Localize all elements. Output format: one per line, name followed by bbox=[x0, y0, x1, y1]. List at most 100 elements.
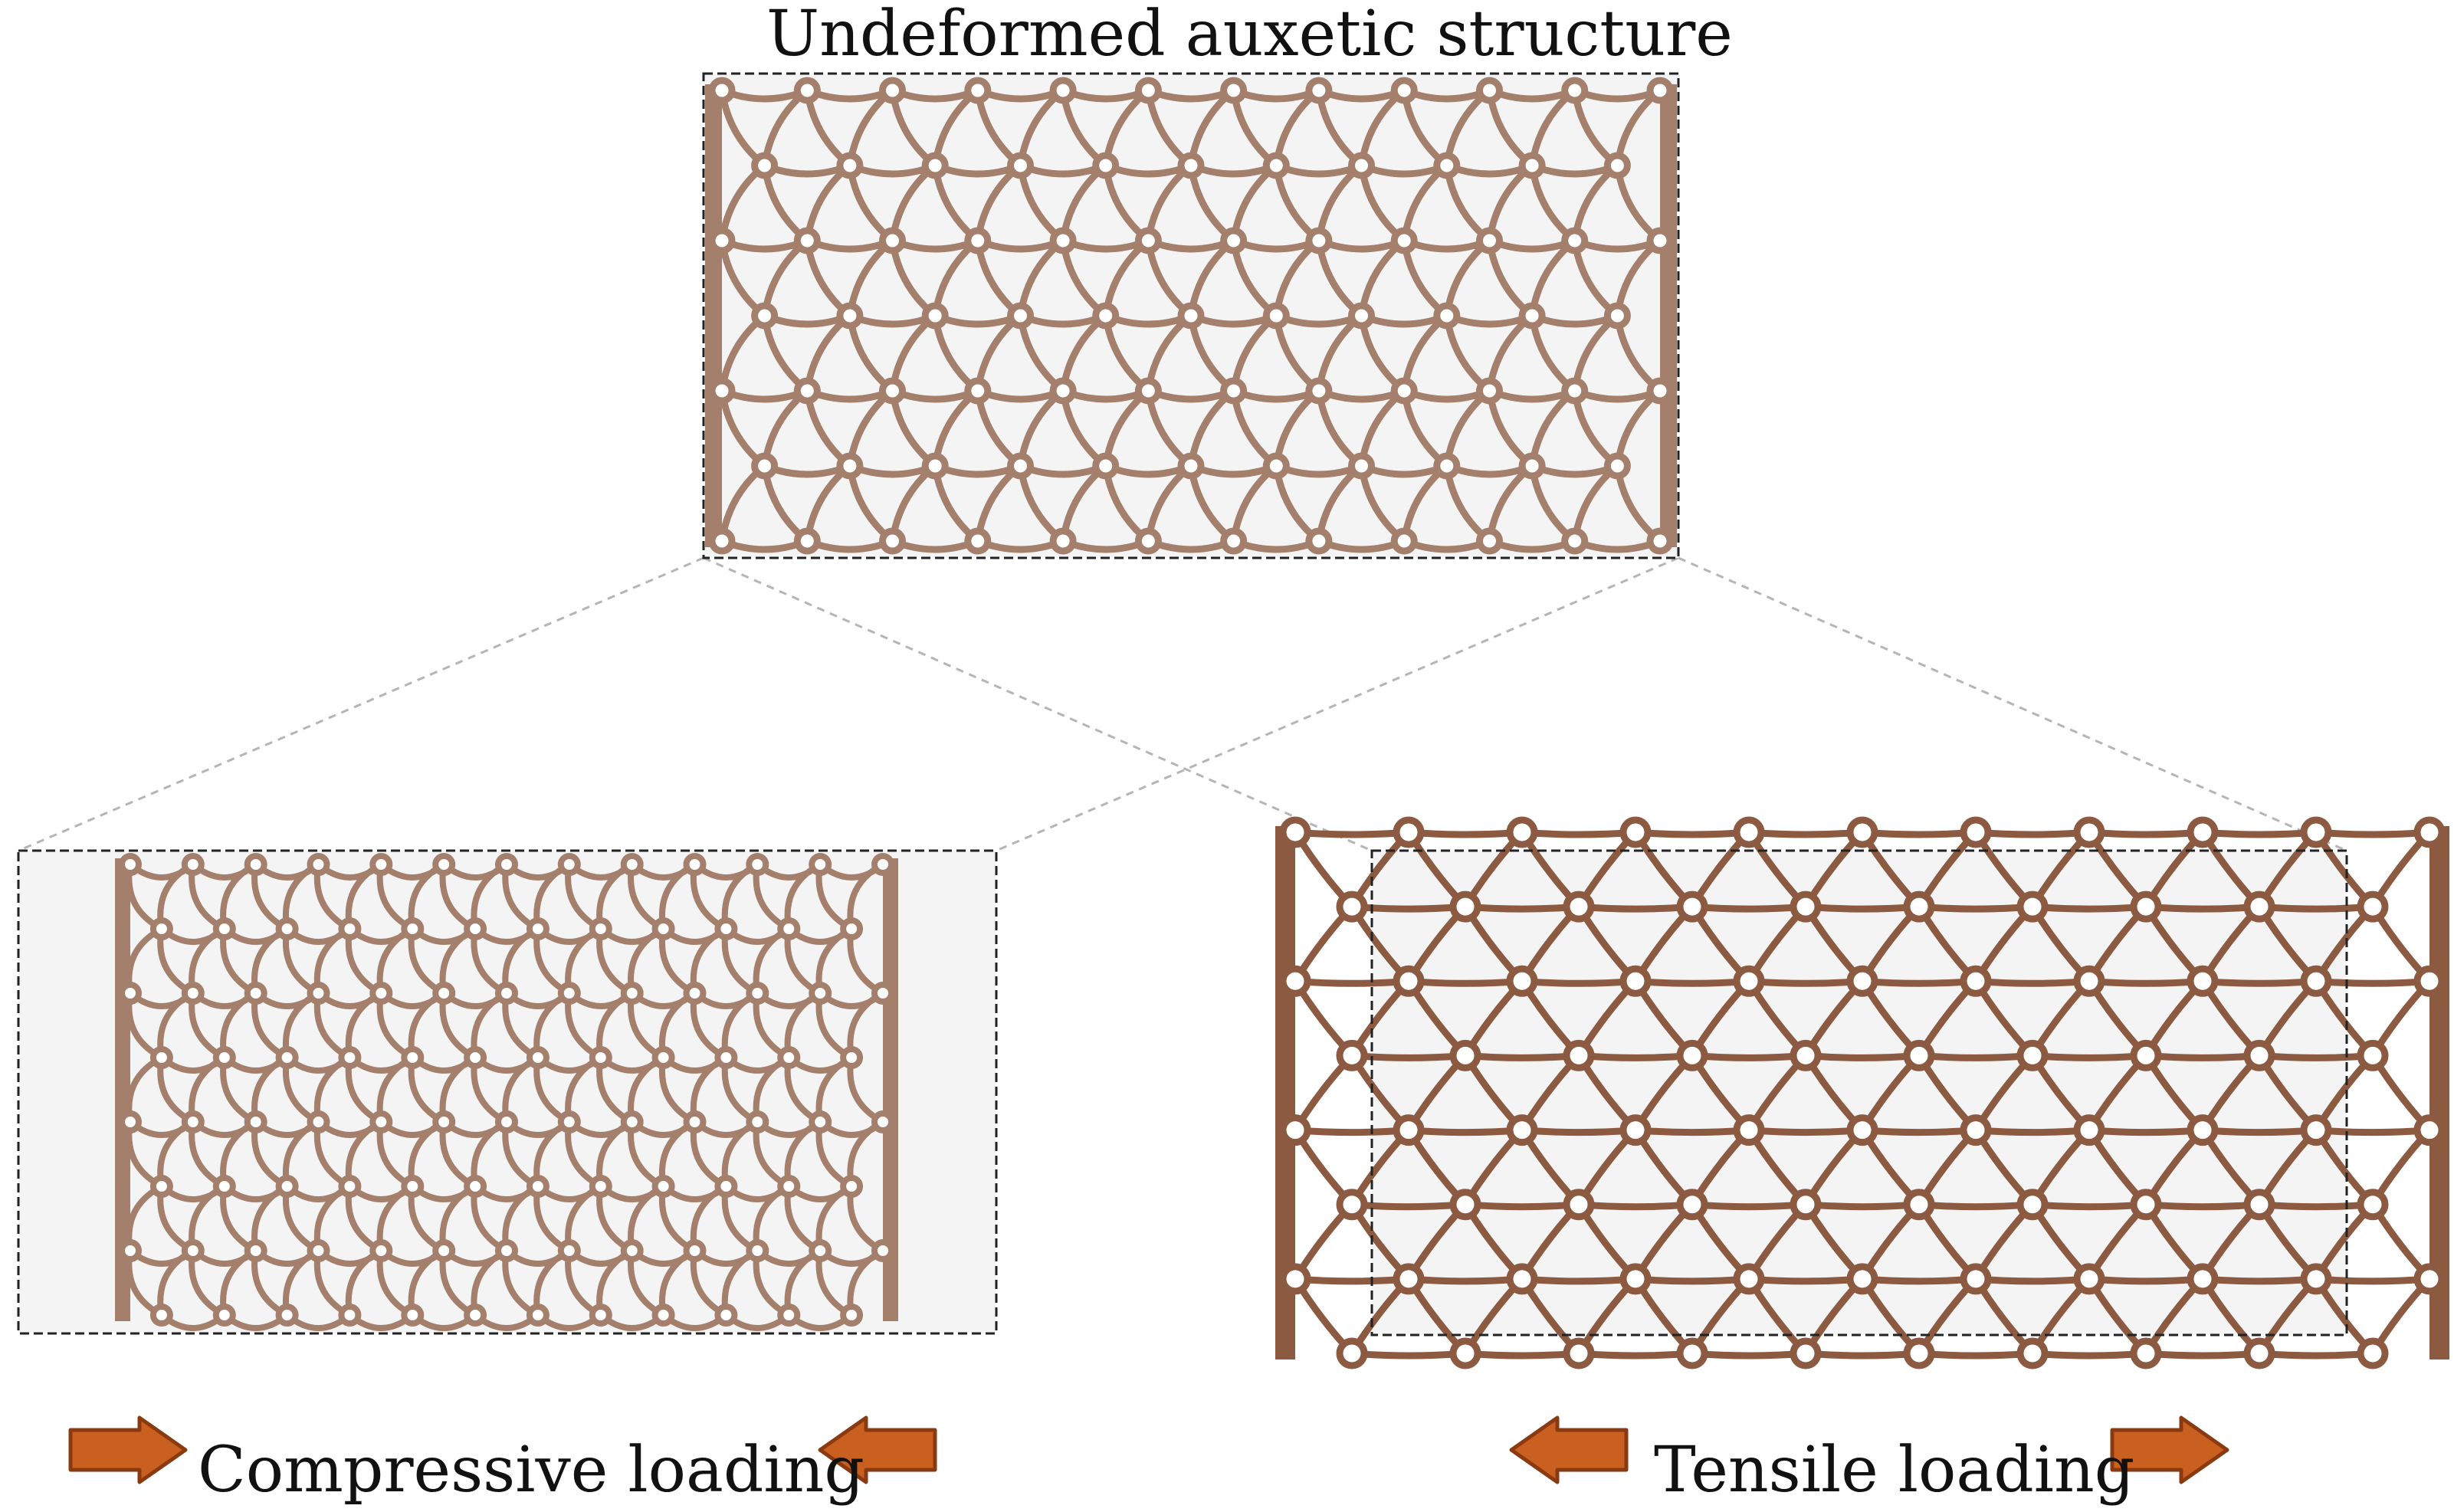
lattice-node bbox=[495, 1110, 518, 1133]
lattice-node bbox=[1518, 302, 1546, 330]
lattice-node bbox=[1476, 527, 1503, 555]
side-plate bbox=[1660, 84, 1677, 547]
lattice-node bbox=[557, 853, 581, 876]
lattice-node bbox=[1262, 152, 1290, 179]
lattice-node bbox=[871, 853, 894, 876]
lattice-node bbox=[1049, 77, 1077, 104]
lattice-node bbox=[1433, 302, 1461, 330]
lattice-node bbox=[809, 1239, 832, 1262]
lattice-node bbox=[119, 853, 142, 876]
lattice-node bbox=[149, 1175, 173, 1198]
compressed-frame bbox=[17, 849, 998, 1335]
lattice-node bbox=[1561, 377, 1589, 405]
lattice-node bbox=[212, 1175, 236, 1198]
lattice-node bbox=[708, 77, 736, 104]
lattice-node bbox=[708, 377, 736, 405]
lattice-node bbox=[1134, 527, 1162, 555]
lattice-node bbox=[181, 982, 205, 1005]
lattice-node bbox=[1733, 1263, 1765, 1295]
lattice-node bbox=[1390, 527, 1418, 555]
lattice-node bbox=[620, 1239, 644, 1262]
lattice-node bbox=[464, 1304, 487, 1327]
lattice-node bbox=[1563, 1189, 1595, 1221]
lattice-node bbox=[746, 1239, 769, 1262]
lattice-node bbox=[244, 1110, 267, 1133]
lattice-node bbox=[683, 982, 707, 1005]
lattice-node bbox=[1646, 77, 1674, 104]
lattice-node bbox=[557, 1110, 581, 1133]
lattice-node bbox=[1305, 527, 1333, 555]
lattice-node bbox=[1449, 1189, 1481, 1221]
lattice-node bbox=[751, 302, 779, 330]
lattice-node bbox=[2187, 965, 2219, 997]
lattice-node bbox=[651, 1304, 675, 1327]
lattice-node bbox=[1619, 965, 1652, 997]
lattice-node bbox=[1846, 965, 1878, 997]
lattice-node bbox=[1903, 1337, 1935, 1369]
lattice-node bbox=[212, 917, 236, 940]
lattice-node bbox=[777, 1046, 801, 1069]
lattice-node bbox=[2130, 1337, 2162, 1369]
lattice-node bbox=[746, 982, 769, 1005]
lattice-node bbox=[620, 853, 644, 876]
lattice-node bbox=[651, 1175, 675, 1198]
lattice-node bbox=[714, 1175, 738, 1198]
lattice-node bbox=[1960, 1263, 1992, 1295]
lattice-node bbox=[1476, 77, 1503, 104]
lattice-node bbox=[1262, 452, 1290, 480]
lattice-node bbox=[307, 853, 330, 876]
lattice-node bbox=[338, 1175, 362, 1198]
lattice-node bbox=[1646, 227, 1674, 254]
lattice-node bbox=[964, 527, 992, 555]
lattice-node bbox=[432, 853, 456, 876]
lattice-node bbox=[1279, 965, 1311, 997]
lattice-node bbox=[495, 1239, 518, 1262]
lattice-node bbox=[683, 1110, 707, 1133]
lattice-node bbox=[714, 917, 738, 940]
lattice-node bbox=[307, 982, 330, 1005]
lattice-node bbox=[1049, 227, 1077, 254]
lattice-node bbox=[369, 982, 393, 1005]
lattice-node bbox=[1134, 77, 1162, 104]
lattice-node bbox=[651, 1046, 675, 1069]
lattice-node bbox=[401, 1304, 425, 1327]
stretched-panel bbox=[1275, 816, 2449, 1369]
lattice-node bbox=[1960, 1114, 1992, 1146]
lattice-node bbox=[1563, 1039, 1595, 1071]
lattice-node bbox=[1262, 302, 1290, 330]
lattice-node bbox=[369, 853, 393, 876]
lattice-node bbox=[1903, 890, 1935, 923]
lattice-node bbox=[1007, 452, 1034, 480]
lattice-node bbox=[1506, 1263, 1538, 1295]
lattice-node bbox=[793, 377, 821, 405]
lattice-node bbox=[1449, 1337, 1481, 1369]
lattice-node bbox=[777, 1175, 801, 1198]
lattice-node bbox=[307, 1110, 330, 1133]
lattice-node bbox=[1336, 1337, 1368, 1369]
lattice-node bbox=[1177, 302, 1205, 330]
lattice-node bbox=[1390, 77, 1418, 104]
projection-line bbox=[18, 556, 704, 852]
lattice-node bbox=[338, 917, 362, 940]
lattice-node bbox=[1049, 527, 1077, 555]
lattice-node bbox=[1449, 1039, 1481, 1071]
lattice-node bbox=[1676, 1189, 1708, 1221]
lattice-node bbox=[871, 1239, 894, 1262]
lattice-node bbox=[1646, 527, 1674, 555]
lattice-node bbox=[2187, 1114, 2219, 1146]
lattice-node bbox=[964, 377, 992, 405]
lattice-node bbox=[1279, 1114, 1311, 1146]
lattice-node bbox=[1733, 816, 1765, 848]
lattice-node bbox=[338, 1046, 362, 1069]
lattice-node bbox=[836, 452, 864, 480]
lattice-node bbox=[1676, 1039, 1708, 1071]
lattice-node bbox=[1305, 227, 1333, 254]
lattice-node bbox=[840, 1304, 864, 1327]
lattice-node bbox=[1092, 302, 1120, 330]
lattice-node bbox=[793, 77, 821, 104]
lattice-node bbox=[1092, 152, 1120, 179]
lattice-node bbox=[1619, 816, 1652, 848]
lattice-node bbox=[1220, 377, 1248, 405]
undeformed-panel bbox=[702, 72, 1680, 559]
